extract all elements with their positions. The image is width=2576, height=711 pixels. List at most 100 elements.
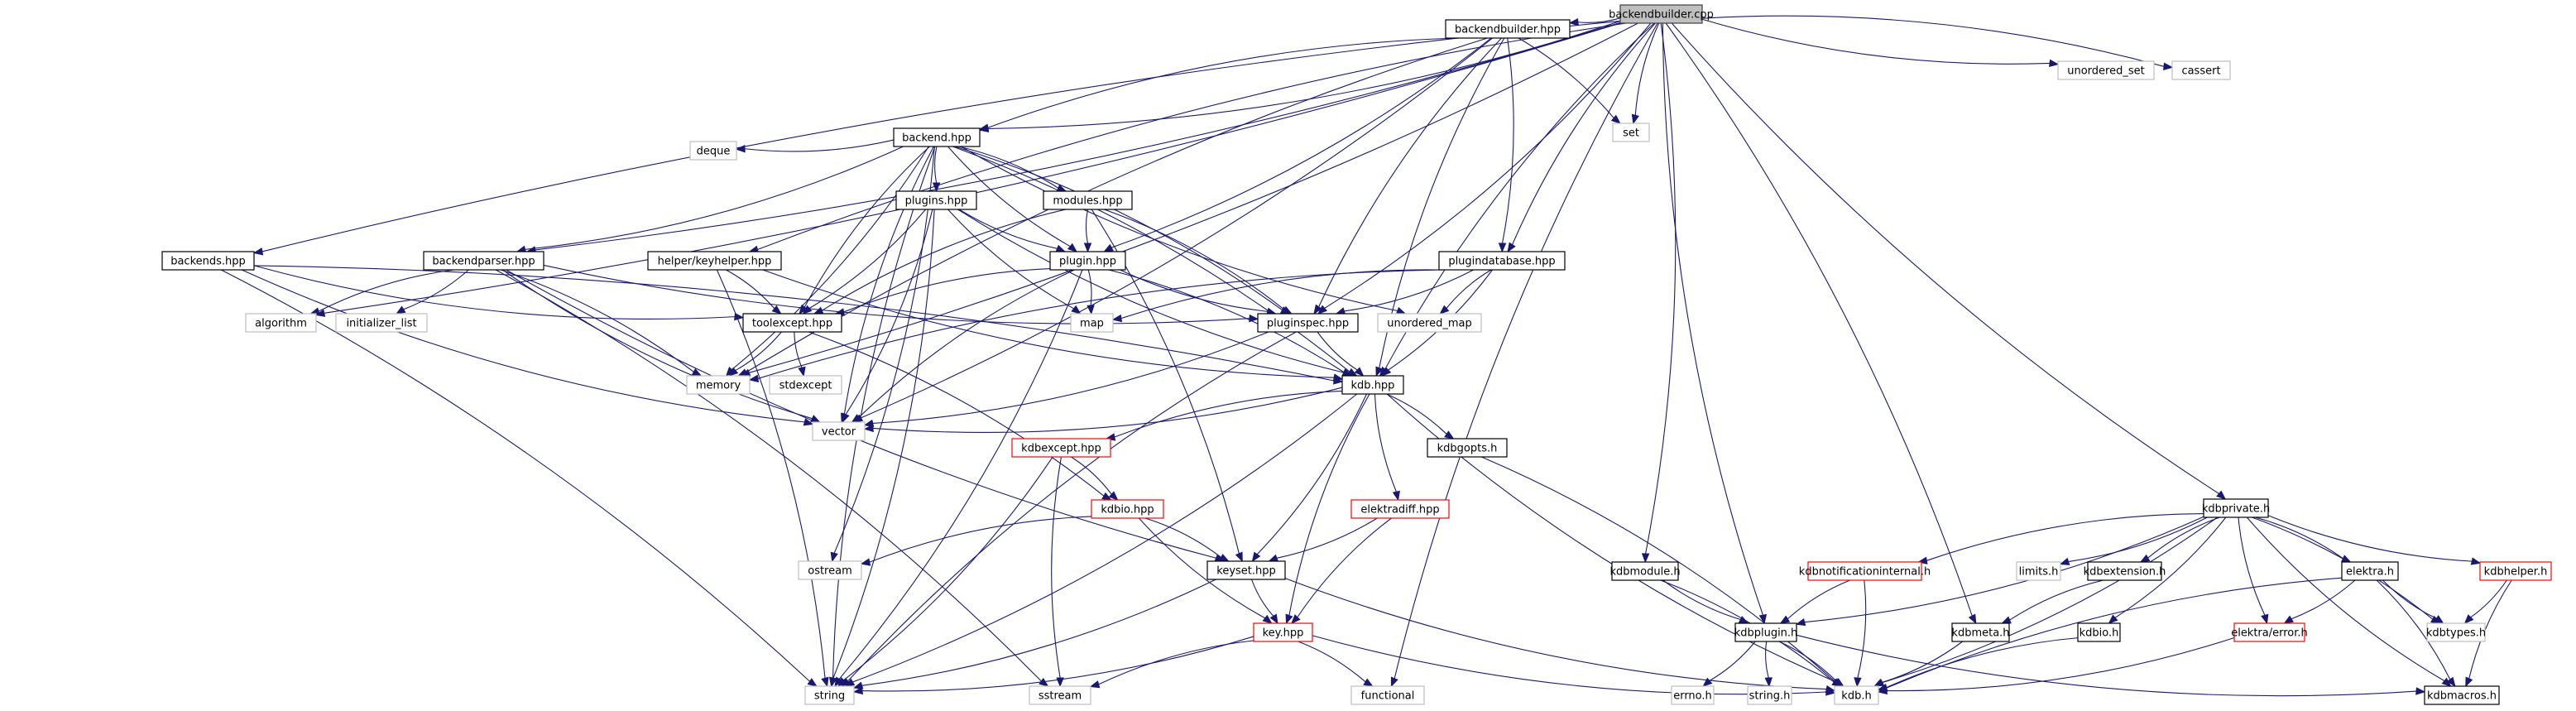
edge-kdb_hpp-to-key_hpp — [1288, 393, 1370, 616]
arrowhead-kdbexcept_hpp-to-string — [837, 677, 847, 687]
node-label: elektradiff.hpp — [1360, 504, 1439, 516]
edges-layer — [220, 15, 2512, 697]
node-elektra-error-h[interactable]: elektra/error.h — [2231, 622, 2308, 642]
edge-plugins_hpp-to-toolexcept_hpp — [808, 209, 926, 309]
node-kdbmodule-h[interactable]: kdbmodule.h — [1609, 561, 1681, 581]
node-kdbmeta-h[interactable]: kdbmeta.h — [1951, 622, 2010, 642]
arrowhead-kdbplugin_h-to-kdbmacros_h — [2415, 687, 2426, 695]
node-box — [812, 421, 866, 441]
node-limits-h: limits.h — [2016, 561, 2061, 581]
edge-kdbprivate_h-to-elektra_error_h — [2238, 516, 2266, 616]
node-kdbexcept-hpp[interactable]: kdbexcept.hpp — [1011, 438, 1111, 458]
node-plugins-hpp[interactable]: plugins.hpp — [895, 190, 977, 210]
node-label: plugindatabase.hpp — [1448, 256, 1555, 268]
node-cassert: cassert — [2171, 60, 2231, 80]
arrowhead-kdbio_hpp-to-ostream — [860, 558, 871, 566]
edge-kdbnotificationinternal_h-to-kdb_h — [1857, 579, 1867, 679]
edge-plugins_hpp-to-vector — [845, 209, 933, 416]
edge-backendbuilder_cpp-to-functional — [1394, 22, 1658, 679]
edge-kdbmeta_h-to-kdb_h — [1881, 641, 1964, 684]
arrowhead-plugins_hpp-to-plugin_hpp — [1055, 244, 1067, 252]
edge-toolexcept_hpp-to-memory — [735, 331, 782, 372]
node-kdbio-h[interactable]: kdbio.h — [2077, 622, 2121, 642]
edge-elektradiff_hpp-to-keyset_hpp — [1276, 517, 1378, 559]
node-kdbnotificationinternal-h[interactable]: kdbnotificationinternal.h — [1799, 561, 1931, 581]
node-kdbprivate-h[interactable]: kdbprivate.h — [2202, 498, 2270, 518]
arrowhead-backendbuilder_cpp-to-backends_hpp — [252, 247, 264, 256]
node-box — [1611, 561, 1679, 581]
edge-kdbextension_h-to-kdbmeta_h — [2009, 579, 2103, 621]
node-stdexcept: stdexcept — [769, 375, 842, 395]
edge-kdbio_hpp-to-key_hpp — [1138, 517, 1266, 619]
node-backend-hpp[interactable]: backend.hpp — [893, 127, 981, 147]
node-label: kdbextension.h — [2084, 566, 2166, 579]
node-label: kdbplugin.h — [1734, 627, 1798, 640]
node-key-hpp[interactable]: key.hpp — [1253, 622, 1313, 642]
node-box — [1043, 190, 1133, 210]
node-box — [1206, 560, 1286, 580]
arrowhead-plugin_hpp-to-string — [834, 676, 843, 688]
node-backendbuilder-hpp[interactable]: backendbuilder.hpp — [1445, 19, 1571, 39]
node-box — [1438, 251, 1566, 271]
arrowhead-kdbmeta_h-to-kdb_h — [1873, 679, 1884, 687]
edge-backend_hpp-to-toolexcept_hpp — [804, 146, 930, 308]
edge-elektradiff_hpp-to-key_hpp — [1297, 517, 1392, 618]
node-keyhelper-hpp[interactable]: helper/keyhelper.hpp — [647, 251, 782, 271]
edge-backendparser_hpp-to-initializer_list — [403, 269, 469, 310]
node-box — [2424, 685, 2500, 705]
edge-modules_hpp-to-plugin_hpp — [1085, 209, 1089, 244]
node-kdbio-hpp[interactable]: kdbio.hpp — [1091, 499, 1164, 519]
edge-backendbuilder_cpp-to-set — [1634, 22, 1660, 116]
nodes-layer: backendbuilder.cppbackendbuilder.hppunor… — [161, 4, 2552, 705]
edge-kdbexcept_hpp-to-kdbio_hpp — [1071, 456, 1112, 495]
node-backends-hpp[interactable]: backends.hpp — [161, 251, 255, 271]
arrowhead-modules_hpp-to-plugin_hpp — [1083, 243, 1092, 253]
edge-kdbprivate_h-to-kdbtypes_h — [2252, 516, 2434, 620]
node-kdbextension-h[interactable]: kdbextension.h — [2084, 561, 2166, 581]
node-set: set — [1612, 123, 1650, 142]
edge-plugin_hpp-to-vector — [858, 269, 1075, 418]
edge-kdbio_hpp-to-keyset_hpp — [1144, 517, 1222, 558]
node-toolexcept-hpp[interactable]: toolexcept.hpp — [742, 313, 842, 333]
node-label: kdbio.hpp — [1101, 504, 1154, 516]
edge-kdbexcept_hpp-to-sstream — [1051, 456, 1062, 679]
arrowhead-backendparser_hpp-to-vector — [810, 415, 821, 423]
node-label: elektra.h — [2346, 566, 2394, 579]
edge-key_hpp-to-kdb_h — [1312, 635, 1827, 695]
node-kdbmacros-h[interactable]: kdbmacros.h — [2424, 685, 2500, 705]
node-plugindatabase-hpp[interactable]: plugindatabase.hpp — [1438, 251, 1566, 271]
edge-backendbuilder_hpp-to-backend_hpp — [987, 37, 1461, 128]
node-pluginspec-hpp[interactable]: pluginspec.hpp — [1257, 313, 1359, 333]
node-modules-hpp[interactable]: modules.hpp — [1043, 190, 1133, 210]
edge-plugindatabase_hpp-to-pluginspec_hpp — [1344, 269, 1474, 312]
arrowhead-key_hpp-to-kdb_h — [1825, 688, 1836, 696]
edge-plugindatabase_hpp-to-unordered_map — [1446, 269, 1492, 309]
edge-backend_hpp-to-plugin_hpp — [947, 146, 1071, 247]
node-label: kdbgopts.h — [1437, 443, 1498, 455]
edge-kdbplugin_h-to-kdb_h — [1778, 641, 1837, 682]
arrowhead-kdb_hpp-to-elektradiff_hpp — [1392, 490, 1400, 502]
node-kdb-hpp[interactable]: kdb.hpp — [1341, 375, 1404, 395]
node-initializer-list: initializer_list — [335, 313, 428, 333]
arrowhead-kdb_hpp-to-vector — [863, 424, 874, 433]
node-kdbgopts-h[interactable]: kdbgopts.h — [1427, 438, 1508, 458]
node-box — [1350, 499, 1450, 519]
node-elektra-h[interactable]: elektra.h — [2341, 561, 2399, 581]
node-elektradiff-hpp[interactable]: elektradiff.hpp — [1350, 499, 1450, 519]
arrowhead-backendbuilder_hpp-to-memory — [737, 368, 748, 377]
node-box — [2171, 60, 2231, 80]
node-backendparser-hpp[interactable]: backendparser.hpp — [423, 251, 544, 271]
node-backendbuilder-cpp[interactable]: backendbuilder.cpp — [1609, 4, 1714, 24]
edge-keyhelper_hpp-to-toolexcept_hpp — [726, 269, 775, 310]
arrowhead-elektradiff_hpp-to-key_hpp — [1291, 614, 1301, 624]
node-plugin-hpp[interactable]: plugin.hpp — [1049, 251, 1126, 271]
arrowhead-plugin_hpp-to-vector — [851, 414, 861, 423]
edge-kdbprivate_h-to-kdbhelper_h — [2267, 515, 2473, 562]
node-label: key.hpp — [1263, 627, 1304, 640]
node-label: plugin.hpp — [1059, 256, 1116, 268]
arrowhead-toolexcept_hpp-to-memory — [728, 367, 739, 377]
edge-backendbuilder_cpp-to-kdbprivate_h — [1671, 22, 2219, 494]
node-kdbplugin-h[interactable]: kdbplugin.h — [1734, 622, 1798, 642]
node-kdbhelper-h[interactable]: kdbhelper.h — [2479, 561, 2552, 581]
node-keyset-hpp[interactable]: keyset.hpp — [1206, 560, 1286, 580]
